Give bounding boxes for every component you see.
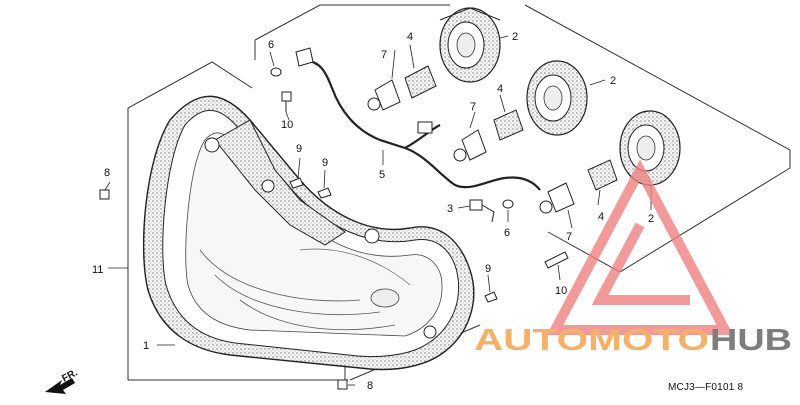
drawing-code: MCJ3—F0101 8 [668, 382, 743, 393]
part-label: 2 [648, 213, 654, 225]
bulb-bottom [539, 159, 618, 214]
watermark-logo-triangle [546, 159, 734, 335]
part-label: 1 [143, 340, 149, 352]
front-direction-arrow: FR. [45, 367, 80, 394]
part-label: 8 [367, 380, 373, 392]
part-label: 9 [296, 143, 302, 155]
bulb-top [367, 65, 437, 111]
small-hardware [99, 67, 569, 390]
part-label: 2 [610, 75, 616, 87]
dust-cover-top [439, 7, 501, 83]
headlight-housing [142, 95, 475, 371]
wire-harness [304, 58, 541, 191]
part-label: 6 [268, 39, 274, 51]
part-label: 3 [447, 203, 453, 215]
part-label: 5 [379, 169, 385, 181]
part-label: 2 [512, 31, 518, 43]
part-labels: 1 2 2 2 3 4 4 4 5 6 6 7 7 7 8 8 9 9 9 10… [92, 31, 654, 392]
part-label: 10 [281, 119, 293, 131]
part-label: 6 [504, 227, 510, 239]
leader-lines [104, 35, 652, 386]
bulb-middle [453, 109, 524, 162]
part-label: 7 [381, 49, 387, 61]
watermark-text: AUTOMOTO HUB [474, 322, 792, 357]
part-label: 4 [598, 211, 604, 223]
part-label: 10 [555, 285, 567, 297]
part-label: 11 [92, 264, 103, 276]
part-label: 8 [104, 167, 110, 179]
front-direction-label: FR. [60, 367, 80, 384]
part-label: 4 [407, 31, 413, 43]
connector [295, 47, 433, 134]
part-label: 7 [566, 231, 572, 243]
part-label: 9 [485, 263, 491, 275]
part-label: 9 [322, 157, 328, 169]
watermark-brand-part1: AUTOMOTO [474, 322, 709, 357]
watermark-brand-part2: HUB [710, 322, 792, 357]
part-label: 4 [497, 83, 503, 95]
dust-cover-bottom [619, 110, 681, 186]
dust-cover-middle [526, 60, 588, 136]
part-label: 7 [470, 101, 476, 113]
